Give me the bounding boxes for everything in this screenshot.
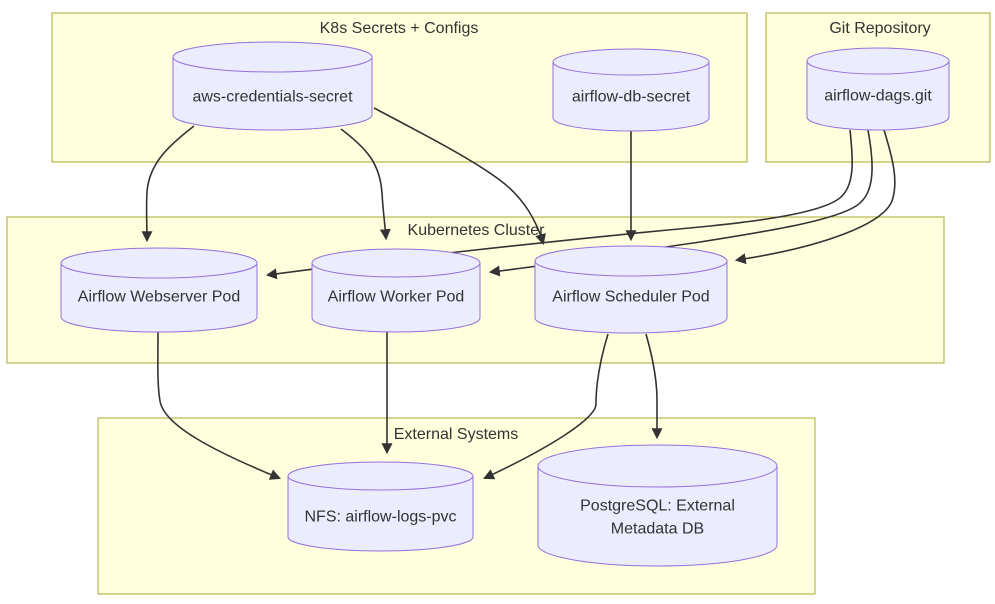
cylinder-airflow-worker-pod xyxy=(311,262,481,333)
cylinder-airflow-webserver-pod xyxy=(60,262,258,333)
node-airflow-db-secret: airflow-db-secret xyxy=(552,48,710,132)
edge-dags-git-to-scheduler xyxy=(734,129,896,265)
node-postgresql-metadata-db: PostgreSQL: External Metadata DB xyxy=(537,444,778,567)
node-postgresql-metadata-db-label-line2: Metadata DB xyxy=(611,521,704,538)
node-airflow-dags-git-label: airflow-dags.git xyxy=(824,88,932,105)
cylinder-postgresql-metadata-db xyxy=(537,465,778,567)
cylinder-top-airflow-worker-pod xyxy=(311,248,481,278)
group-external-systems-title: External Systems xyxy=(394,426,518,443)
edge-webserver-to-nfs xyxy=(157,331,282,480)
node-nfs-airflow-logs-pvc: NFS: airflow-logs-pvc xyxy=(287,461,474,552)
node-airflow-dags-git: airflow-dags.git xyxy=(806,47,950,131)
edge-aws-credentials-to-scheduler xyxy=(373,107,546,246)
node-aws-credentials-secret: aws-credentials-secret xyxy=(172,41,373,131)
cylinder-top-aws-credentials-secret xyxy=(172,41,373,73)
edge-scheduler-to-postgres xyxy=(645,333,663,440)
edge-scheduler-to-nfs xyxy=(483,333,609,480)
node-airflow-worker-pod-label: Airflow Worker Pod xyxy=(328,289,465,306)
group-k8s-secrets-title: K8s Secrets + Configs xyxy=(320,20,479,37)
cylinder-airflow-dags-git xyxy=(806,60,950,131)
group-git-repo: Git Repository xyxy=(765,12,991,163)
node-airflow-db-secret-label: airflow-db-secret xyxy=(572,89,691,106)
cylinder-airflow-scheduler-pod xyxy=(534,260,728,334)
cylinder-top-airflow-webserver-pod xyxy=(60,247,258,279)
cylinder-top-postgresql-metadata-db xyxy=(537,444,778,488)
cylinder-airflow-db-secret xyxy=(552,61,710,132)
node-airflow-worker-pod: Airflow Worker Pod xyxy=(311,248,481,333)
node-airflow-scheduler-pod: Airflow Scheduler Pod xyxy=(534,245,728,334)
node-aws-credentials-secret-label: aws-credentials-secret xyxy=(192,89,353,106)
cylinder-top-nfs-airflow-logs-pvc xyxy=(287,461,474,491)
group-k8s-cluster-title: Kubernetes Cluster xyxy=(408,222,546,239)
cylinder-top-airflow-dags-git xyxy=(806,47,950,75)
node-airflow-scheduler-pod-label: Airflow Scheduler Pod xyxy=(552,289,709,306)
cylinder-nfs-airflow-logs-pvc xyxy=(287,475,474,552)
cylinder-top-airflow-scheduler-pod xyxy=(534,245,728,277)
node-postgresql-metadata-db-label-line1: PostgreSQL: External xyxy=(580,498,735,515)
edge-aws-credentials-to-worker xyxy=(340,128,391,241)
node-airflow-webserver-pod-label: Airflow Webserver Pod xyxy=(78,289,240,306)
node-airflow-webserver-pod: Airflow Webserver Pod xyxy=(60,247,258,333)
cylinder-top-airflow-db-secret xyxy=(552,48,710,76)
cylinder-aws-credentials-secret xyxy=(172,56,373,131)
group-git-repo-title: Git Repository xyxy=(829,20,930,37)
node-nfs-airflow-logs-pvc-label: NFS: airflow-logs-pvc xyxy=(304,509,456,526)
edge-aws-credentials-to-webserver xyxy=(141,125,195,243)
